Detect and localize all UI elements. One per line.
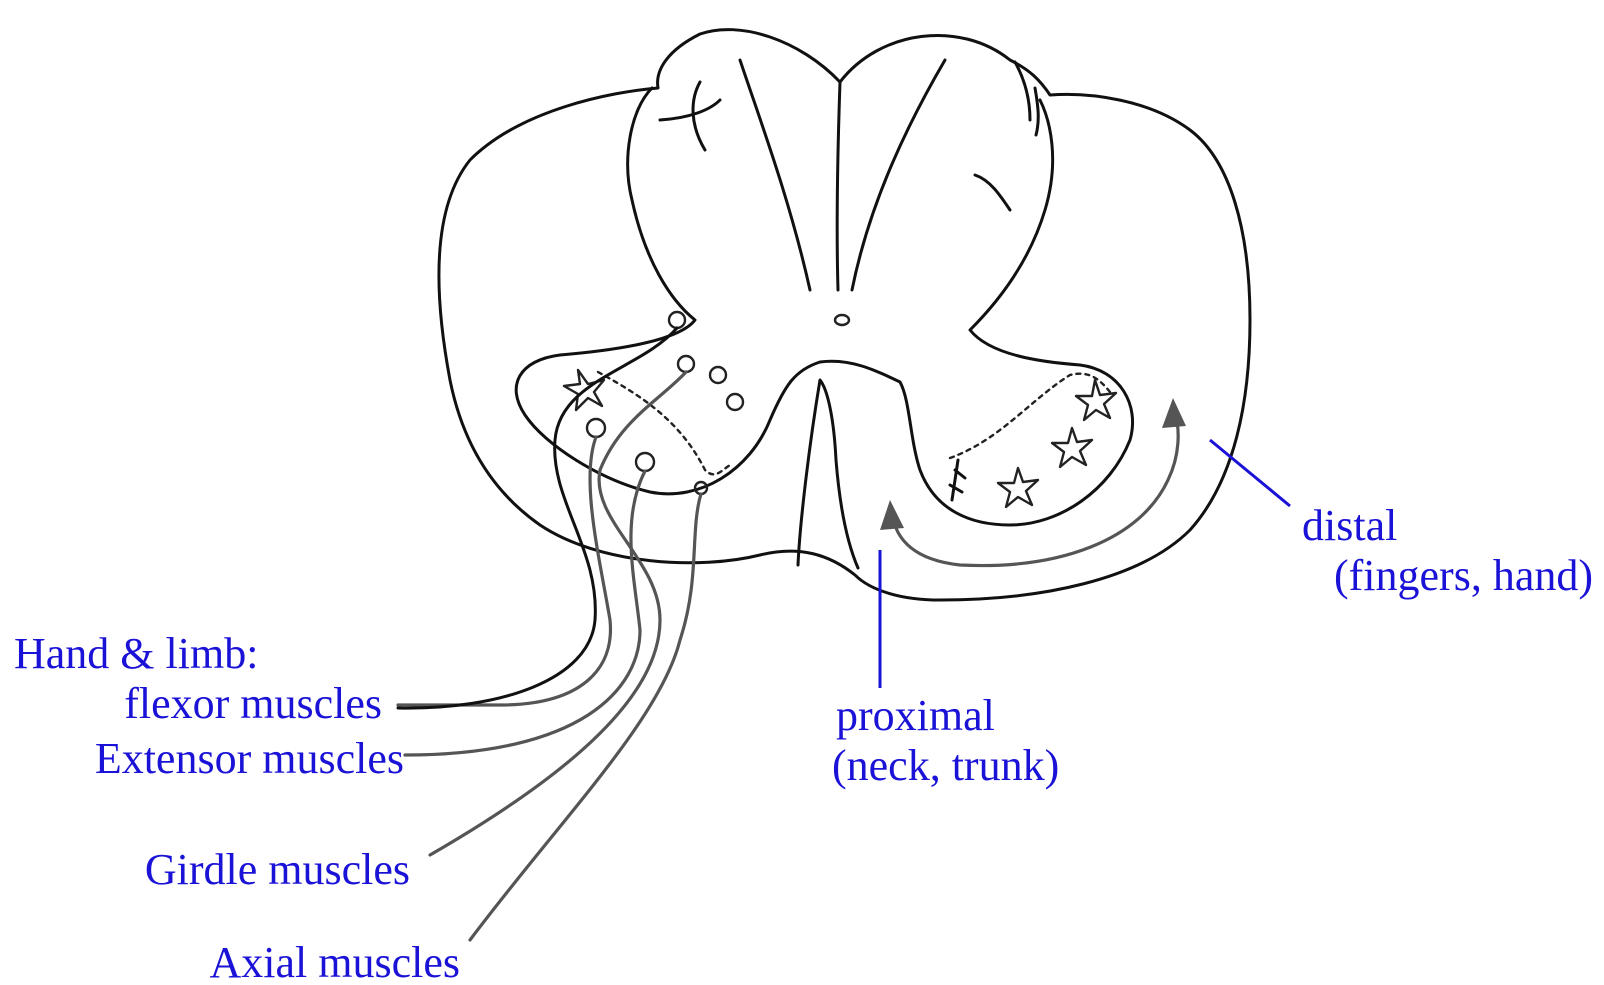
- anterior-median-fissure: [798, 380, 858, 568]
- left-dorsal-column-line: [740, 60, 810, 290]
- label-axial-muscles: Axial muscles: [209, 938, 460, 985]
- central-canal: [835, 315, 849, 325]
- interneuron-star-right: [1052, 428, 1092, 467]
- label-girdle-muscles: Girdle muscles: [145, 845, 410, 894]
- axon-girdle: [430, 372, 686, 855]
- motor-neuron-soma: [678, 356, 694, 372]
- label-extensor-muscles: Extensor muscles: [95, 734, 404, 783]
- proximal-to-distal-arrow: [892, 412, 1178, 566]
- label-proximal-sub: (neck, trunk): [832, 741, 1059, 790]
- right-motor-pool-cluster: [950, 460, 965, 500]
- interneuron-star-right: [1076, 380, 1116, 420]
- label-proximal: proximal: [836, 691, 995, 740]
- axon-flexor: [398, 437, 610, 705]
- label-hand-limb: Hand & limb:: [14, 629, 258, 678]
- axon-outer: [398, 328, 677, 708]
- motor-neuron-soma: [636, 453, 654, 471]
- label-distal: distal: [1302, 501, 1397, 550]
- right-dorsal-horn: [1015, 62, 1038, 135]
- left-motor-pool-boundary: [598, 372, 730, 474]
- interneuron-star-right: [998, 468, 1038, 507]
- distal-leader-line: [1210, 440, 1290, 506]
- grey-matter-outline: [516, 88, 1132, 525]
- right-dorsal-column-line: [852, 60, 945, 290]
- arrowhead-distal: [1162, 398, 1186, 428]
- motor-neuron-soma: [710, 367, 726, 383]
- posterior-median-sulcus: [837, 82, 840, 290]
- label-flexor-muscles: flexor muscles: [124, 679, 382, 728]
- label-distal-sub: (fingers, hand): [1334, 551, 1593, 600]
- right-dorsal-horn-inner: [975, 175, 1010, 210]
- arrowhead-proximal: [880, 500, 904, 530]
- motor-neuron-soma: [727, 394, 743, 410]
- motor-neuron-soma: [669, 312, 685, 328]
- left-dorsal-horn: [660, 82, 720, 150]
- motor-neuron-soma: [587, 419, 605, 437]
